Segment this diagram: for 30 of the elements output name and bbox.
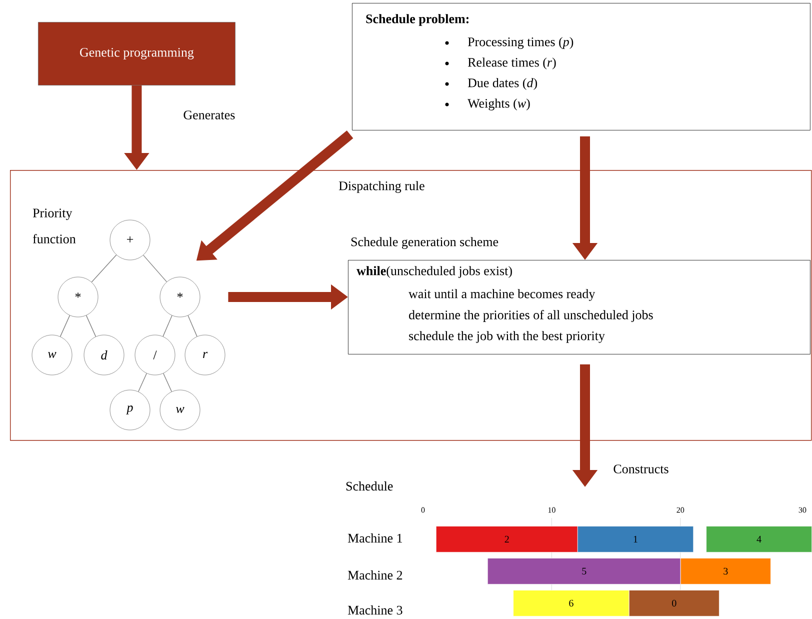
machine-label: Machine 3 bbox=[348, 605, 402, 615]
schedule-bar: 4 bbox=[706, 526, 812, 552]
tick-label: 30 bbox=[798, 507, 806, 513]
problem-box: Schedule problem: Processing times (p) Release times (r) Due dates (d) Weights (w) bbox=[352, 3, 810, 130]
tree-line bbox=[86, 315, 96, 337]
program-box: Genetic programming bbox=[38, 22, 236, 86]
chart-title: Schedule bbox=[346, 481, 393, 491]
tree-line bbox=[60, 315, 70, 337]
tree-line bbox=[138, 373, 147, 392]
tick-label: 10 bbox=[548, 507, 556, 513]
edge-label: Generates bbox=[182, 110, 236, 120]
tick-label: 20 bbox=[676, 507, 684, 513]
tree-line bbox=[162, 315, 172, 337]
schedule-bar: 5 bbox=[487, 558, 681, 584]
label: Priority function bbox=[32, 208, 76, 244]
machine-label: Machine 2 bbox=[348, 570, 402, 580]
tree-line bbox=[91, 254, 117, 282]
schedule-bar: 1 bbox=[577, 526, 694, 552]
schedule-bar: 6 bbox=[513, 590, 630, 616]
machine-label: Machine 1 bbox=[348, 533, 402, 543]
schedule-bar: 2 bbox=[436, 526, 578, 552]
tree-line bbox=[163, 373, 172, 392]
tick-label: 0 bbox=[421, 507, 425, 513]
tree-line bbox=[142, 254, 168, 282]
schedule-bar: 0 bbox=[628, 590, 720, 616]
edge-label: Constructs bbox=[612, 464, 670, 474]
scheme-box: Schedule generation scheme while(unscheduled jobs exist) wait until a machine becomes ready determine the priorities of all unscheduled jobs schedule the job with the best priority bbox=[348, 237, 810, 354]
schedule-bar: 3 bbox=[680, 558, 771, 584]
node-label: Schedule generation scheme bbox=[351, 237, 498, 249]
tree-line bbox=[188, 315, 198, 337]
